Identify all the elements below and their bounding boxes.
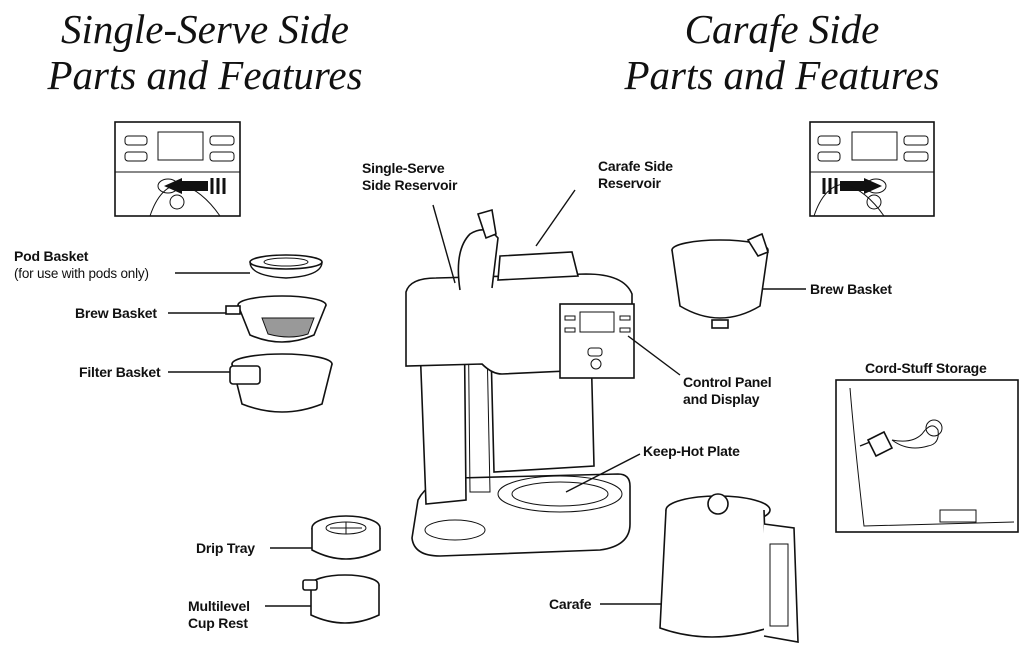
carafe-illustration bbox=[659, 493, 799, 643]
right-brew-basket-illustration bbox=[671, 232, 769, 329]
control-panel-line2: and Display bbox=[683, 391, 760, 407]
single-serve-control-inset bbox=[114, 121, 241, 217]
cup-rest-line1: Multilevel bbox=[188, 598, 250, 614]
single-serve-title-line1: Single-Serve Side bbox=[60, 6, 350, 52]
carafe-title-line1: Carafe Side bbox=[684, 6, 880, 52]
filter-basket-label: Filter Basket bbox=[79, 364, 161, 380]
single-reservoir-line2: Side Reservoir bbox=[362, 177, 458, 193]
coffee-maker-illustration bbox=[405, 208, 635, 557]
left-brew-basket-illustration bbox=[225, 295, 327, 343]
single-reservoir-label: Single-Serve Side Reservoir bbox=[362, 160, 457, 194]
control-panel-leader bbox=[627, 335, 681, 376]
keep-hot-plate-label: Keep-Hot Plate bbox=[643, 443, 740, 459]
cup-rest-illustration bbox=[302, 574, 380, 624]
drip-tray-label: Drip Tray bbox=[196, 540, 255, 556]
pod-basket-illustration bbox=[249, 254, 323, 279]
single-serve-title: Single-Serve Side Parts and Features bbox=[0, 6, 410, 98]
cord-storage-label: Cord-Stuff Storage bbox=[865, 360, 987, 376]
control-panel-line1: Control Panel bbox=[683, 374, 772, 390]
control-panel-label: Control Panel and Display bbox=[683, 374, 772, 408]
carafe-control-inset bbox=[809, 121, 935, 217]
carafe-reservoir-line1: Carafe Side bbox=[598, 158, 673, 174]
carafe-reservoir-leader bbox=[535, 189, 576, 247]
left-brew-basket-label: Brew Basket bbox=[75, 305, 157, 321]
drip-tray-illustration bbox=[311, 515, 381, 560]
pod-basket-label: Pod Basket (for use with pods only) bbox=[14, 248, 149, 282]
pod-basket-note: (for use with pods only) bbox=[14, 266, 149, 281]
cup-rest-label: Multilevel Cup Rest bbox=[188, 598, 250, 632]
single-serve-title-line2: Parts and Features bbox=[47, 52, 363, 98]
right-brew-basket-label: Brew Basket bbox=[810, 281, 892, 297]
filter-basket-illustration bbox=[229, 353, 333, 413]
cup-rest-line2: Cup Rest bbox=[188, 615, 248, 631]
carafe-reservoir-label: Carafe Side Reservoir bbox=[598, 158, 673, 192]
carafe-label: Carafe bbox=[549, 596, 592, 612]
carafe-title: Carafe Side Parts and Features bbox=[572, 6, 992, 98]
single-reservoir-line1: Single-Serve bbox=[362, 160, 445, 176]
pod-basket-name: Pod Basket bbox=[14, 248, 89, 264]
carafe-title-line2: Parts and Features bbox=[624, 52, 940, 98]
carafe-reservoir-line2: Reservoir bbox=[598, 175, 661, 191]
keep-hot-plate-leader bbox=[565, 453, 641, 493]
cord-storage-inset bbox=[835, 379, 1019, 533]
single-reservoir-leader bbox=[432, 204, 456, 284]
